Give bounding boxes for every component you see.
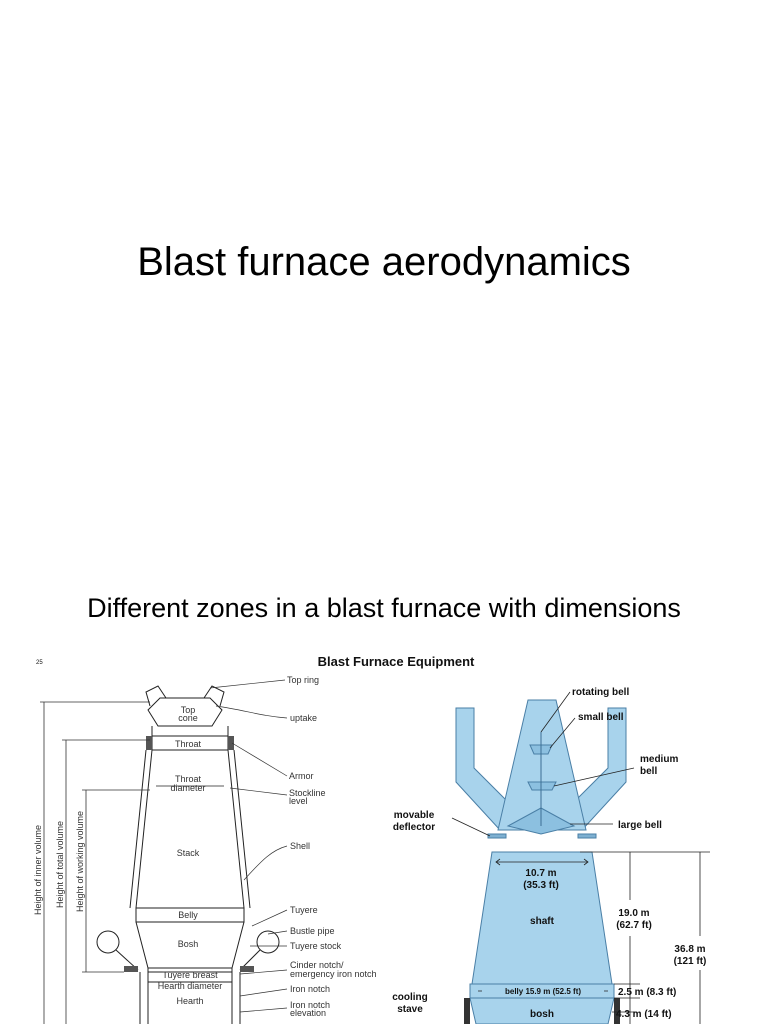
callout-uptake: uptake [290, 713, 317, 723]
blast-furnace-diagram: 25 Blast Furnace Equipment [0, 640, 768, 1024]
figure-title: Blast Furnace Equipment [318, 654, 475, 669]
label-hearth: Hearth [176, 996, 203, 1006]
label-stack: Stack [177, 848, 200, 858]
right-callouts [451, 691, 636, 1013]
medium-bell-shape [527, 781, 557, 791]
bosh-shape-right [469, 997, 615, 1024]
armor-left [146, 736, 152, 750]
stack-shell-right [233, 749, 251, 909]
slide-heading: Different zones in a blast furnace with … [87, 593, 681, 623]
top-cone-column [497, 699, 587, 831]
callout-tuyere-stock: Tuyere stock [290, 941, 342, 951]
label-hearth-diameter: Hearth diameter [158, 981, 223, 991]
top-cone-shape [147, 697, 223, 727]
label-belly: Belly [178, 910, 198, 920]
bustle-pipe-right [256, 930, 280, 954]
deflector-right [577, 833, 597, 839]
belly-label-bg [482, 985, 604, 996]
callout-bustle-pipe: Bustle pipe [290, 926, 335, 936]
callout-cinder-notch: Cinder notch/emergency iron notch [290, 960, 377, 979]
label-rotating-bell: rotating bell [572, 687, 629, 698]
deflector-left [487, 833, 507, 839]
right-dimension-labels: 10.7 m(35.3 ft) 19.0 m(62.7 ft) 36.8 m(1… [482, 868, 706, 1020]
label-tuyere-breast: Tuyere breast [162, 970, 218, 980]
label-shaft: shaft [530, 916, 555, 927]
callout-shell: Shell [290, 841, 310, 851]
bosh-shape [135, 921, 245, 969]
label-bosh-right: bosh [530, 1009, 554, 1020]
callout-iron-notch: Iron notch [290, 984, 330, 994]
vlabel-inner-volume: Height of inner volume [33, 825, 43, 915]
dim-shaft-height: 19.0 m(62.7 ft) [616, 908, 652, 931]
left-dimension-lines [40, 701, 150, 1024]
armor-right [228, 736, 234, 750]
left-furnace-drawing [96, 685, 280, 1024]
slide-title: Blast furnace aerodynamics [137, 240, 631, 284]
bustle-pipe-left [96, 930, 120, 954]
dim-belly: belly 15.9 m (52.5 ft) [505, 987, 581, 996]
vlabel-total-volume: Height of total volume [55, 821, 65, 908]
vlabel-working-volume: Height of working volume [75, 811, 85, 912]
diagram-canvas: 25 Blast Furnace Equipment [33, 654, 710, 1024]
left-uptake-shape [145, 685, 167, 707]
label-small-bell: small bell [578, 712, 624, 723]
stack-shell-left [129, 749, 147, 909]
callout-top-ring: Top ring [287, 675, 319, 685]
callout-armor: Armor [289, 771, 314, 781]
dim-bosh-height: 4.3 m (14 ft) [616, 1009, 672, 1020]
dim-throat-width: 10.7 m(35.3 ft) [523, 868, 559, 891]
dim-belly-height: 2.5 m (8.3 ft) [618, 987, 676, 998]
dim-total-height: 36.8 m(121 ft) [674, 944, 707, 967]
label-bosh: Bosh [178, 939, 199, 949]
stack-inner-left [135, 749, 153, 909]
label-large-bell: large bell [618, 820, 662, 831]
tuyere-left [124, 966, 138, 972]
page-number: 25 [36, 660, 43, 666]
label-throat: Throat [175, 739, 202, 749]
left-callouts [209, 679, 288, 1013]
tuyere-right [240, 966, 254, 972]
belly-shape [135, 907, 245, 923]
left-vertical-labels: Height of inner volume Height of total v… [33, 811, 85, 915]
cooling-staves [464, 998, 620, 1024]
callout-tuyere: Tuyere [290, 905, 318, 915]
stack-inner-right [227, 749, 245, 909]
right-uptake-shape [203, 685, 225, 707]
